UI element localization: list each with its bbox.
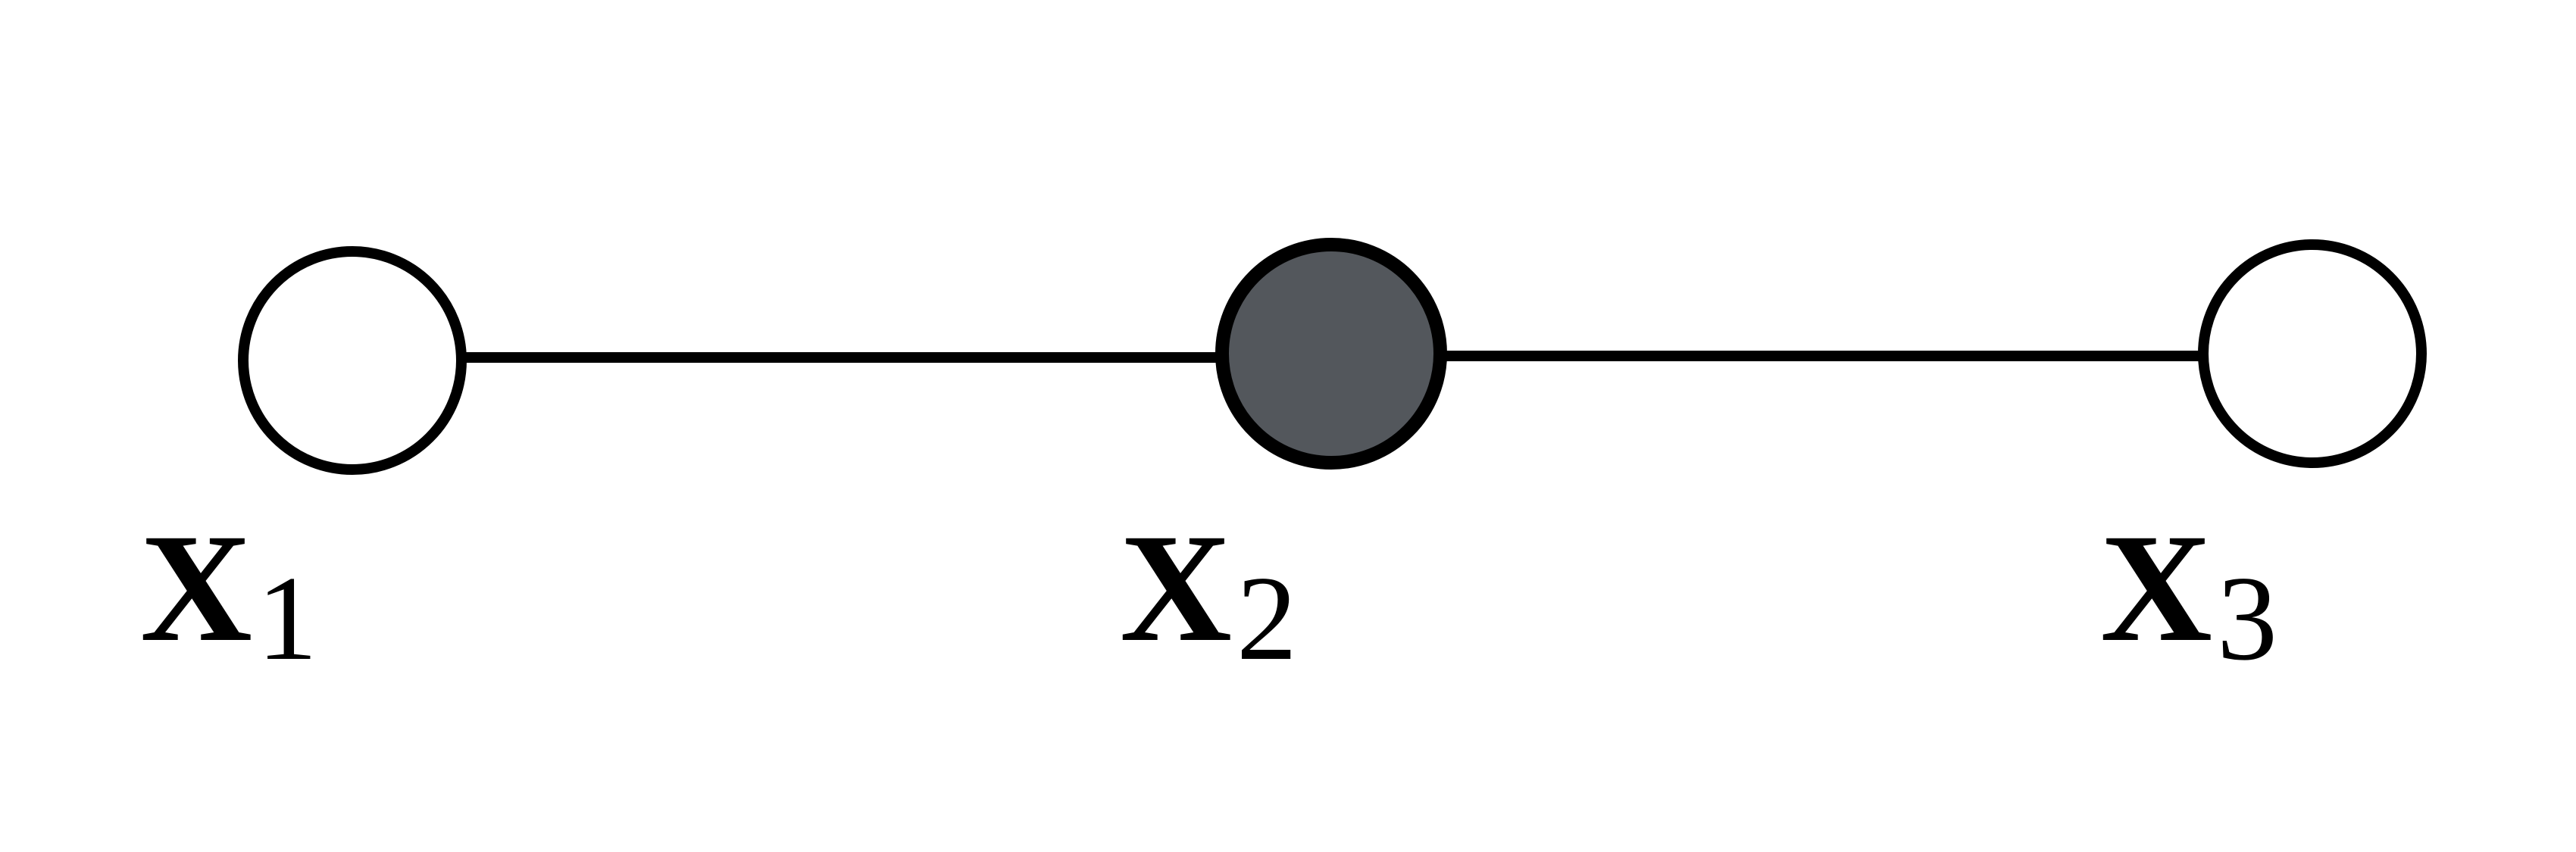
node-x3 [2198,239,2427,468]
label-x1: X1 [140,502,317,685]
node-x2 [1215,238,1447,470]
label-x3-var: X [2100,502,2212,674]
label-x3-sub: 3 [2217,551,2277,685]
label-x2-var: X [1120,502,1232,674]
label-x2: X2 [1120,502,1297,685]
label-x2-sub: 2 [1236,551,1297,685]
label-x1-sub: 1 [257,551,317,685]
label-x1-var: X [140,502,252,674]
node-x1 [238,246,467,475]
label-x3: X3 [2100,502,2277,685]
